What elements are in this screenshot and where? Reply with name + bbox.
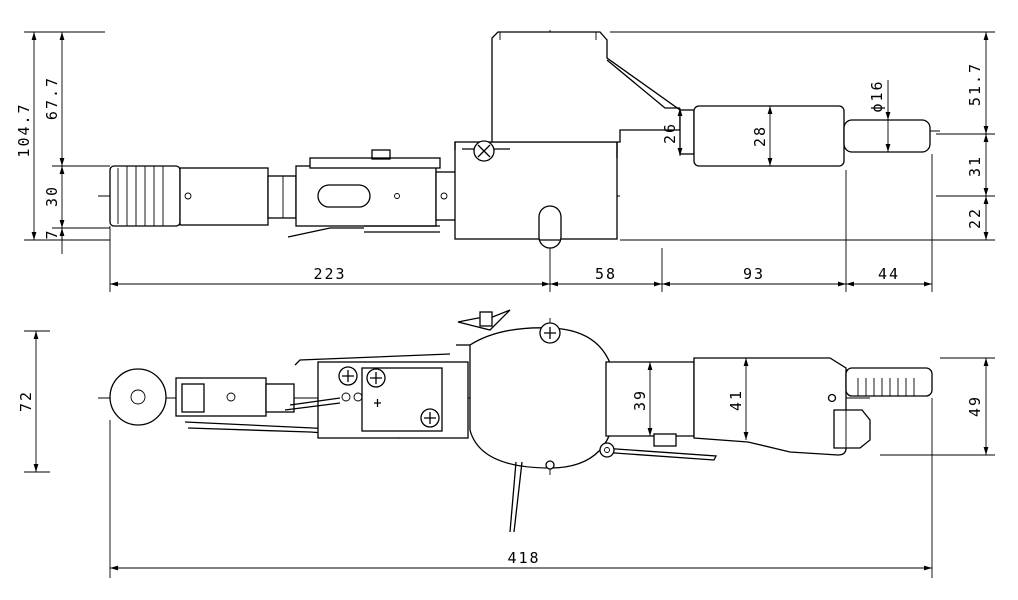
motor-block-top [491, 31, 681, 143]
dim-seg-1: 223 [313, 265, 346, 283]
motor-top [679, 105, 931, 167]
dim-bottom-left-height: 72 [17, 390, 35, 412]
side-view [98, 309, 933, 533]
dim-spindle-diameter: ϕ16 [868, 79, 886, 112]
arm-side [284, 361, 469, 439]
dim-bottom-right-height: 49 [966, 395, 984, 417]
dim-motor-height: 41 [727, 389, 745, 411]
dim-housing-height: 39 [631, 389, 649, 411]
arm-top [287, 149, 457, 238]
dim-neck-height: 26 [661, 122, 679, 144]
dim-motor-diameter: 28 [751, 125, 769, 147]
dim-right-middle: 31 [966, 155, 984, 177]
dim-total-height: 104.7 [15, 102, 33, 157]
dim-seg-3: 93 [743, 265, 765, 283]
dim-upper-height: 67.7 [43, 76, 61, 120]
dim-seg-2: 58 [595, 265, 617, 283]
dim-lower-height: 7 [43, 228, 61, 239]
dimension-lines [24, 31, 995, 578]
dim-middle-height: 30 [43, 185, 61, 207]
front-roller-side [109, 368, 295, 426]
lever-side [599, 433, 718, 461]
dim-right-lower: 22 [966, 207, 984, 229]
dimension-labels: 104.7 67.7 30 7 51.7 31 22 26 28 ϕ16 223… [15, 62, 984, 567]
dim-right-upper: 51.7 [966, 62, 984, 106]
dim-overall-length: 418 [507, 549, 540, 567]
top-view [98, 30, 940, 249]
gear-housing-top [454, 140, 618, 249]
gear-housing-side [456, 309, 617, 533]
belt-head-top [109, 165, 297, 227]
dim-seg-4: 44 [878, 265, 900, 283]
